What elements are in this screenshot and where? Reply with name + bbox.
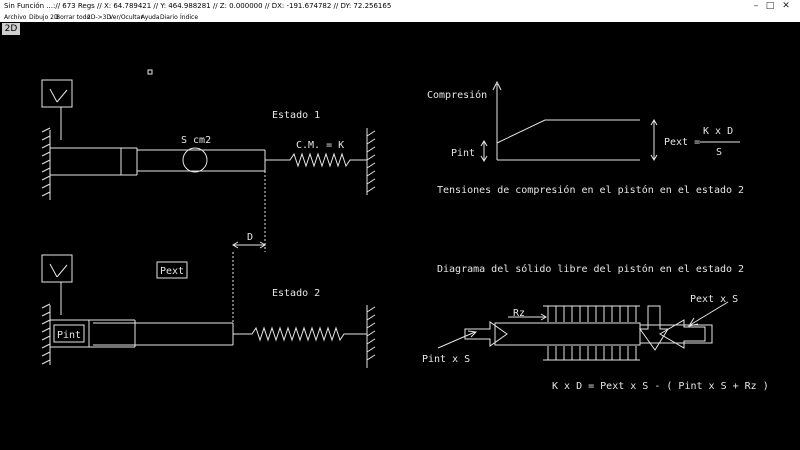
spring-constant-label: C.M. = K — [296, 140, 344, 151]
maximize-icon[interactable]: □ — [765, 1, 775, 11]
view-mode-badge[interactable]: 2D — [2, 23, 20, 35]
right-wall-2 — [366, 305, 376, 368]
left-wall-1 — [41, 127, 51, 200]
close-icon[interactable]: ✕ — [782, 1, 790, 11]
pressure-gauge-1 — [41, 79, 73, 140]
menu-borrar-todo[interactable]: Borrar todo — [56, 14, 91, 21]
menu-ayuda[interactable]: Ayuda — [141, 14, 160, 21]
menu-2d-3d[interactable]: 2D->3D — [87, 14, 112, 21]
left-wall-2 — [41, 303, 51, 365]
spring-2 — [233, 326, 367, 342]
estado2-label: Estado 2 — [272, 288, 320, 299]
menu-indice[interactable]: Índice — [180, 14, 199, 21]
estado1-label: Estado 1 — [272, 110, 320, 121]
right-wall-1 — [366, 128, 376, 195]
compression-axis-label: Compresión — [427, 89, 487, 101]
menu-ver-ocultar[interactable]: Ver/Ocultar — [109, 14, 143, 21]
rz-label: Rz — [513, 308, 525, 319]
title-bar: Sin Función ...:// 673 Regs // X: 64.789… — [0, 0, 800, 13]
pint-s-label: Pint x S — [422, 354, 470, 365]
displacement-dimension — [232, 171, 266, 325]
pressure-gauge-2 — [41, 254, 73, 315]
caption-free-body: Diagrama del sólido libre del pistón en … — [437, 263, 744, 275]
spring-1 — [265, 152, 367, 168]
equilibrium-equation: K x D = Pext x S - ( Pint x S + Rz ) — [552, 381, 769, 392]
caption-compression: Tensiones de compresión en el pistón en … — [437, 184, 744, 196]
menu-diario[interactable]: Diario — [160, 14, 178, 21]
window-title: Sin Función ...:// 673 Regs // X: 64.789… — [4, 2, 392, 10]
area-label: S cm2 — [181, 135, 211, 146]
pext-formula-denominator: S — [716, 147, 722, 158]
pint-label: Pint — [57, 330, 81, 341]
menu-dibujo-2d[interactable]: Dibujo 2D — [29, 14, 59, 21]
pint-graph-label: Pint — [451, 148, 475, 159]
pext-box — [156, 261, 188, 279]
minimize-icon[interactable]: – — [753, 1, 759, 11]
menu-archivo[interactable]: Archivo — [4, 14, 27, 21]
pext-s-label: Pext x S — [690, 294, 738, 305]
pext-formula-left: Pext = — [664, 137, 700, 148]
pext-formula-numerator: K x D — [703, 126, 733, 137]
cylinder-2 — [50, 319, 234, 348]
compression-graph — [480, 80, 740, 162]
drawing-canvas[interactable] — [0, 22, 800, 450]
free-body-diagram — [437, 301, 729, 361]
cursor-marker — [147, 69, 153, 75]
displacement-label: D — [247, 232, 253, 243]
cylinder-1 — [50, 147, 266, 176]
pext-label: Pext — [160, 266, 184, 277]
